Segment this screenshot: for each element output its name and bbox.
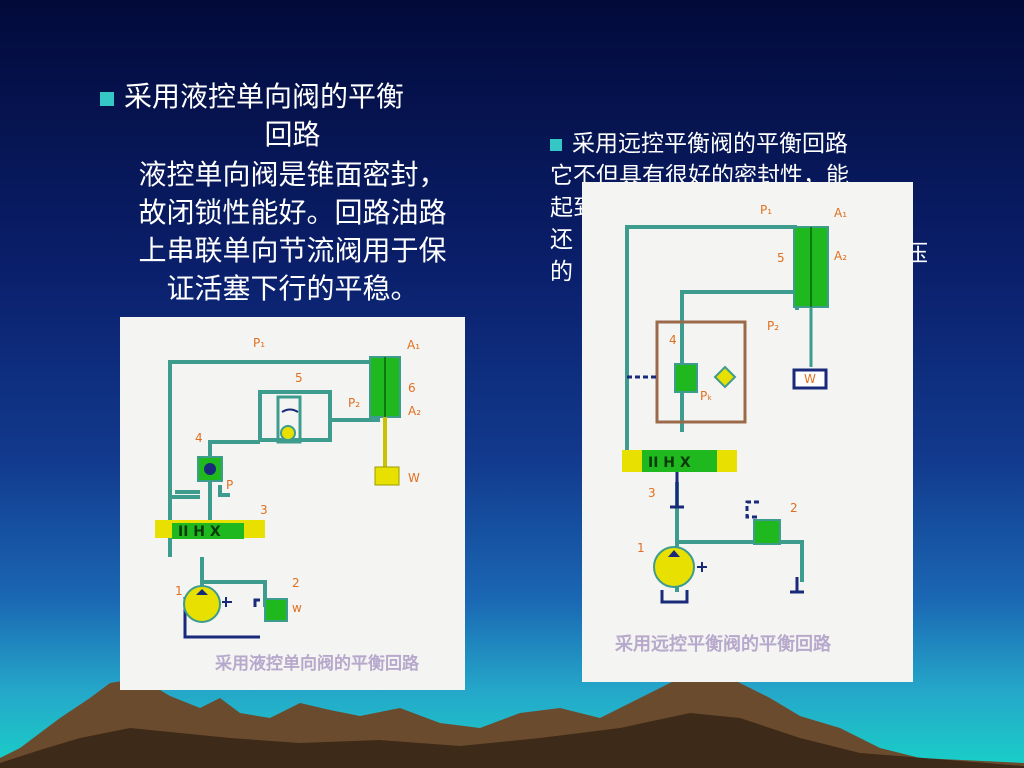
label-a1: A₁ (834, 206, 847, 220)
left-diagram-caption: 采用液控单向阀的平衡回路 (214, 653, 420, 674)
right-heading-text: 采用远控平衡阀的平衡回路 (572, 131, 848, 157)
label-w2: w (292, 601, 302, 615)
mountain-backdrop (0, 668, 1024, 768)
right-diagram-caption: 采用远控平衡阀的平衡回路 (614, 633, 832, 655)
svg-text:II H X: II H X (648, 455, 691, 471)
left-heading-line1: 采用液控单向阀的平衡 (124, 80, 405, 113)
svg-text:II H X: II H X (178, 524, 221, 540)
left-circuit-diagram: II H X P₁ A₁ 6 P₂ A₂ 5 4 P 3 1 2 W w 采用液… (120, 317, 465, 690)
label-p1: P₁ (253, 336, 265, 350)
label-w: W (804, 372, 816, 386)
right-text-block: 采用远控平衡阀的平衡回路 它不但具有很好的密封性，能 起到 还 的 压 (550, 128, 935, 288)
label-1: 1 (175, 584, 183, 598)
label-4: 4 (195, 431, 203, 445)
right-circuit-diagram: II H X P₁ A₁ 5 A₂ P₂ 4 Pₖ W 3 1 2 采用远控平衡… (582, 182, 913, 682)
label-p1: P₁ (760, 203, 772, 217)
left-body-line: 证活塞下行的平稳。 (166, 272, 419, 305)
label-1: 1 (637, 541, 645, 555)
right-body-line: 的 (550, 259, 573, 285)
label-5: 5 (295, 371, 303, 385)
label-a2: A₂ (834, 249, 847, 263)
left-body-line: 上串联单向节流阀用于保 (138, 234, 447, 267)
right-body-line: 还 (550, 227, 573, 253)
label-4: 4 (669, 333, 677, 347)
left-text-block: 采用液控单向阀的平衡 回路 液控单向阀是锥面密封， 故闭锁性能好。回路油路 上串… (100, 78, 485, 308)
label-3: 3 (648, 486, 656, 500)
label-p2: P₂ (348, 396, 360, 410)
left-body-line: 故闭锁性能好。回路油路 (138, 196, 447, 229)
left-heading-line2: 回路 (264, 118, 321, 151)
label-3: 3 (260, 503, 268, 517)
label-w: W (408, 471, 420, 485)
label-5: 5 (777, 251, 785, 265)
label-p: P (226, 478, 233, 492)
label-2: 2 (292, 576, 300, 590)
left-heading: 采用液控单向阀的平衡 (100, 78, 485, 116)
label-a1: A₁ (407, 338, 420, 352)
left-body-line: 液控单向阀是锥面密封， (138, 158, 447, 191)
label-a2: A₂ (408, 404, 421, 418)
bullet-square-icon (100, 91, 114, 106)
label-6: 6 (408, 381, 416, 395)
bullet-square-icon (550, 139, 562, 151)
label-pk: Pₖ (700, 389, 712, 403)
right-heading: 采用远控平衡阀的平衡回路 (550, 128, 935, 160)
label-p2: P₂ (767, 319, 779, 333)
label-2: 2 (790, 501, 798, 515)
